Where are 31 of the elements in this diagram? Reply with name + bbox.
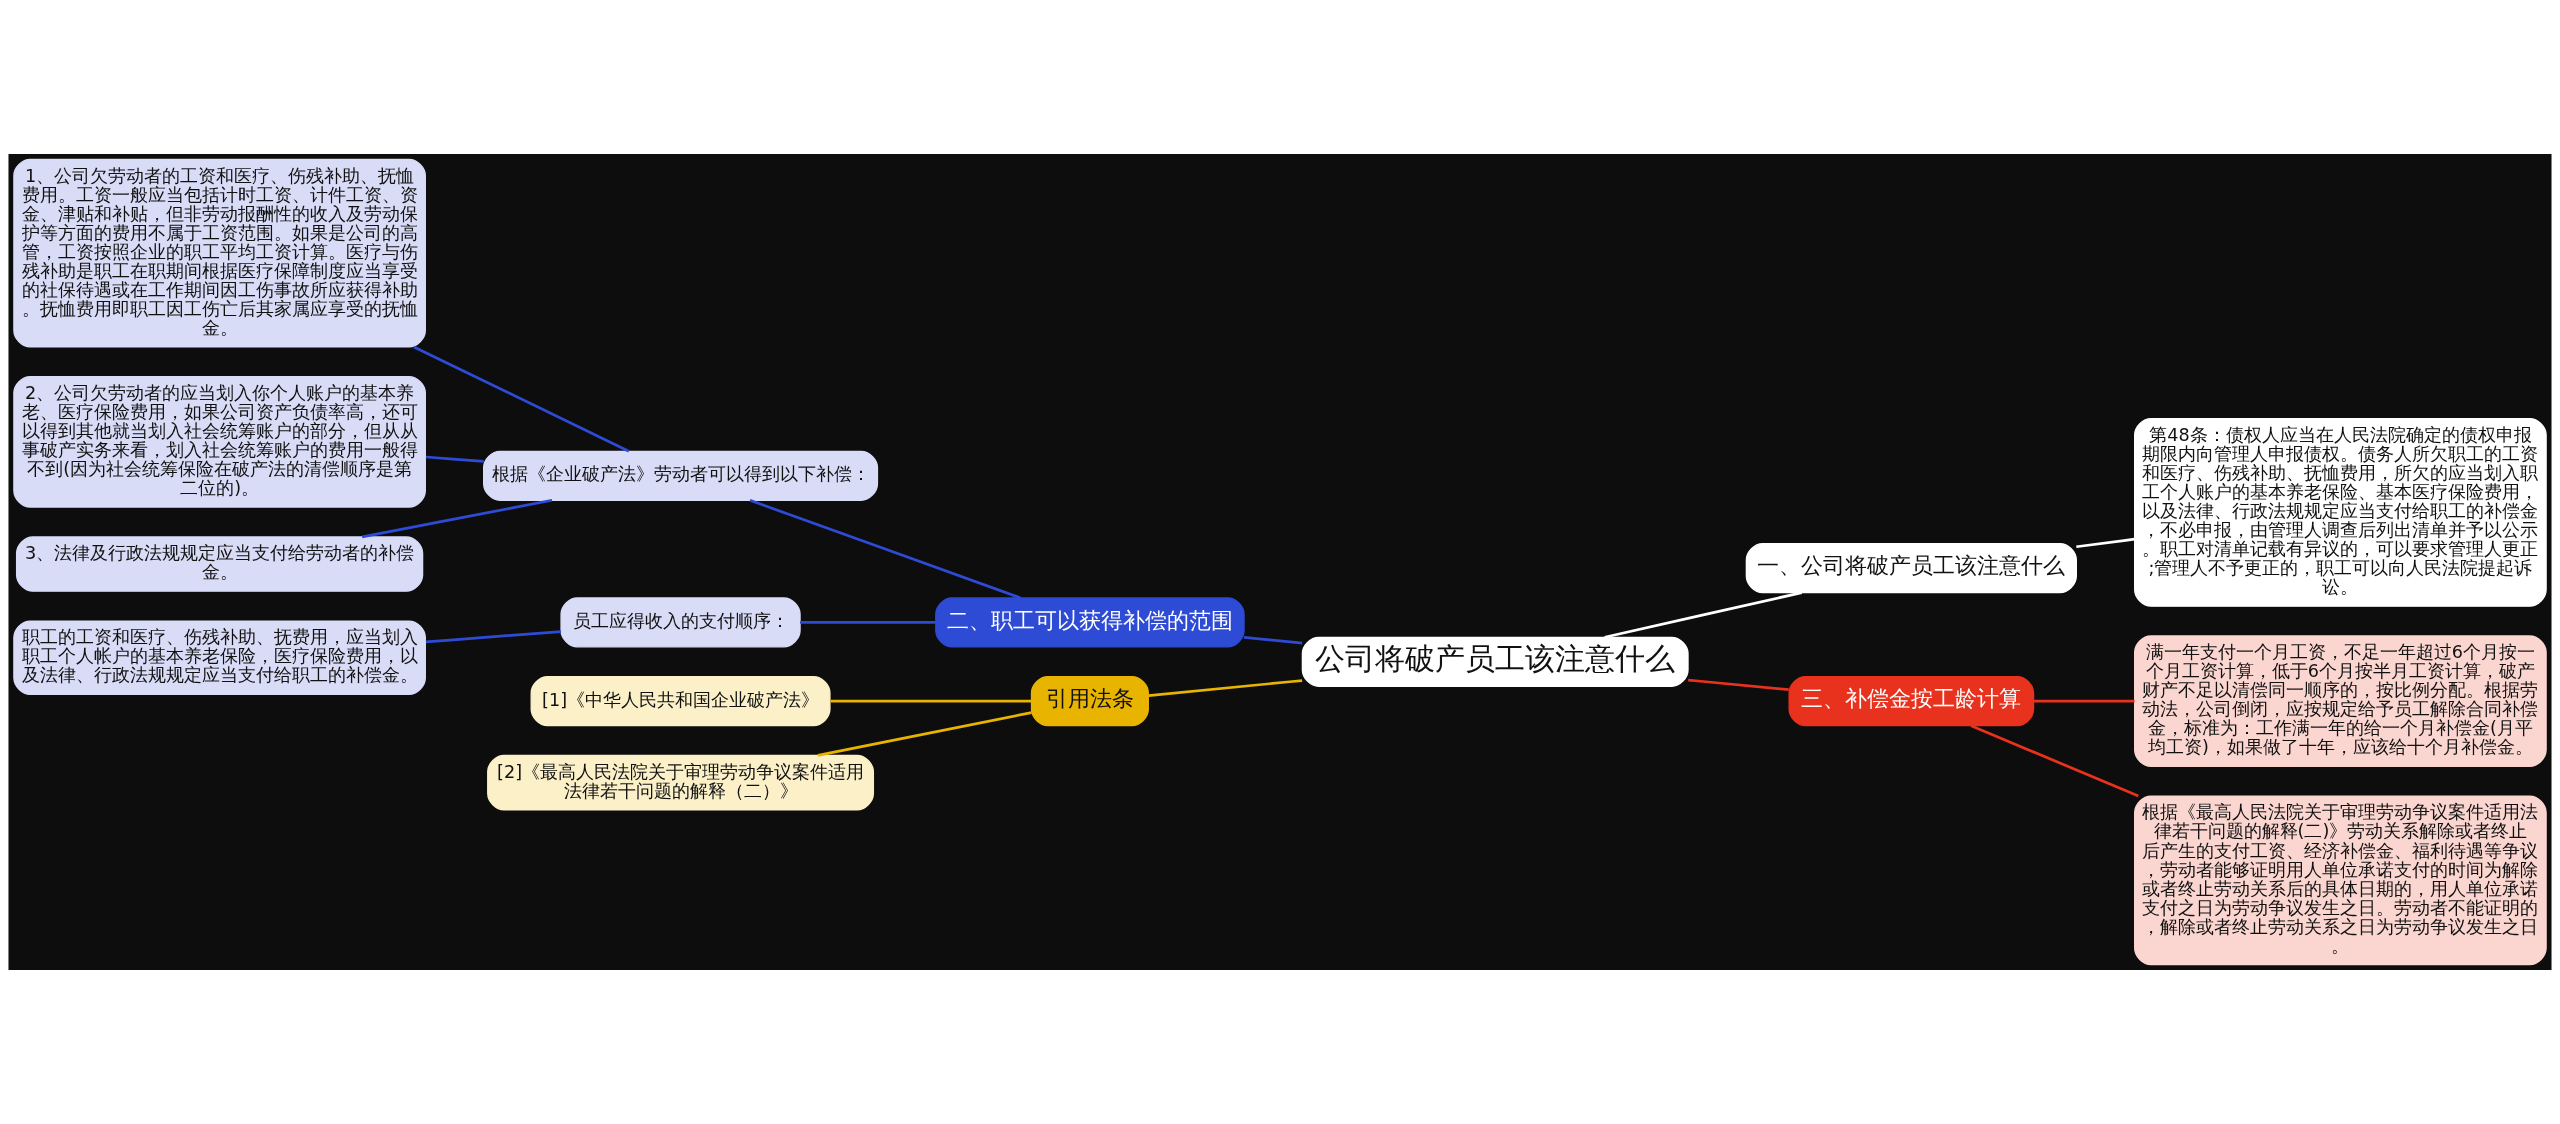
connector [2033, 699, 2135, 703]
node-box: 一、公司将破产员工该注意什么 [1745, 543, 2077, 594]
connector [425, 630, 562, 644]
node-box: 职工的工资和医疗、伤残补助、抚费用，应当划入职工个人帐户的基本养老保险，医疗保险费用，以及法律、行政法规规定应当支付给职工的补偿金。 [13, 620, 426, 696]
node-box: [2]《最高人民法院关于审理劳动争议案件适用法律若干问题的解释（二）》 [487, 754, 875, 811]
connector [830, 699, 1032, 703]
connector [1243, 636, 1303, 645]
node-box: 三、补偿金按工龄计算 [1788, 676, 2035, 727]
node-box: 2、公司欠劳动者的应当划入你个人账户的基本养老、医疗保险费用，如果公司资产负债率高，还可以得到其他就当划入社会统筹账户的部分，但从从事破产实务来看，划入社会统筹账户的费用一般得不到(因为社会统筹保险在破产法的清偿顺序是第二位的)。 [13, 376, 426, 508]
connector [1148, 679, 1303, 697]
node-box: 二、职工可以获得补偿的范围 [935, 597, 1245, 648]
connector [1688, 678, 1789, 691]
node-box: 根据《企业破产法》劳动者可以得到以下补偿： [483, 450, 879, 501]
node-box: 根据《最高人民法院关于审理劳动争议案件适用法律若干问题的解释(二)》劳动关系解除或者终止后产生的支付工资、经济补偿金、福利待遇等争议，劳动者能够证明用人单位承诺支付的时间为解除或者终止劳动关系后的具体日期的，用人单位承诺支付之日为劳动争议发生之日。劳动者不能证明的，解除或者终止劳动关系之日为劳动争议发生之日。 [2134, 795, 2547, 966]
node-box: 第48条：债权人应当在人民法院确定的债权申报期限内向管理人申报债权。债务人所欠职工的工资和医疗、伤残补助、抚恤费用，所欠的应当划入职工个人账户的基本养老保险、基本医疗保险费用，以及法律、行政法规规定应当支付给职工的补偿金，不必申报，由管理人调查后列出清单并予以公示。职工对清单记载有异议的，可以要求管理人更正;管理人不予更正的，职工可以向人民法院提起诉讼。 [2134, 418, 2547, 607]
node-box: 1、公司欠劳动者的工资和医疗、伤残补助、抚恤费用。工资一般应当包括计时工资、计件工资、资金、津贴和补贴，但非劳动报酬性的收入及劳动保护等方面的费用不属于工资范围。如果是公司的高管，工资按照企业的职工平均工资计算。医疗与伤残补助是职工在职期间根据医疗保障制度应当享受的社保待遇或在工作期间因工伤事故所应获得补助。抚恤费用即职工因工伤亡后其家属应享受的抚恤金。 [13, 158, 426, 348]
connector [1970, 724, 2139, 798]
connector [425, 455, 484, 463]
node-box: 公司将破产员工该注意什么 [1301, 636, 1689, 687]
connector [817, 711, 1032, 757]
node-box: 引用法条 [1030, 676, 1149, 727]
connector [2076, 537, 2135, 549]
connector [800, 621, 936, 624]
node-box: 3、法律及行政法规规定应当支付给劳动者的补偿金。 [15, 536, 424, 592]
node-box: 满一年支付一个月工资，不足一年超过6个月按一个月工资计算，低于6个月按半月工资计算，破产财产不足以清偿同一顺序的，按比例分配。根据劳动法，公司倒闭，应按规定给予员工解除合同补偿金，标准为：工作满一年的给一个月补偿金(月平均工资)，如果做了十年，应该给十个月补偿金。 [2134, 635, 2547, 767]
connector [1604, 591, 1803, 639]
node-box: [1]《中华人民共和国企业破产法》 [530, 676, 831, 727]
connector [413, 345, 630, 453]
connector [749, 499, 1021, 600]
connector [361, 498, 553, 539]
node-box: 员工应得收入的支付顺序： [560, 597, 801, 648]
